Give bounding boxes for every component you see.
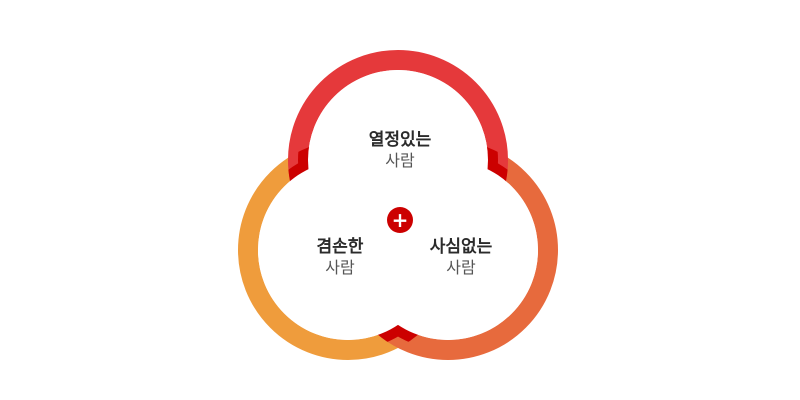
label-selfless-line1: 사심없는 [429,237,493,257]
label-selfless: 사심없는 사람 [381,237,541,278]
label-passionate: 열정있는 사람 [320,130,480,171]
plus-icon: + [387,207,413,233]
label-passionate-line2: 사람 [385,151,415,171]
label-selfless-line2: 사람 [446,258,476,278]
label-passionate-line1: 열정있는 [368,130,432,150]
label-humble: 겸손한 사람 [260,237,420,278]
plus-symbol: + [392,208,409,232]
label-humble-line2: 사람 [325,258,355,278]
inner-top [308,70,488,250]
label-humble-line1: 겸손한 [316,237,364,257]
